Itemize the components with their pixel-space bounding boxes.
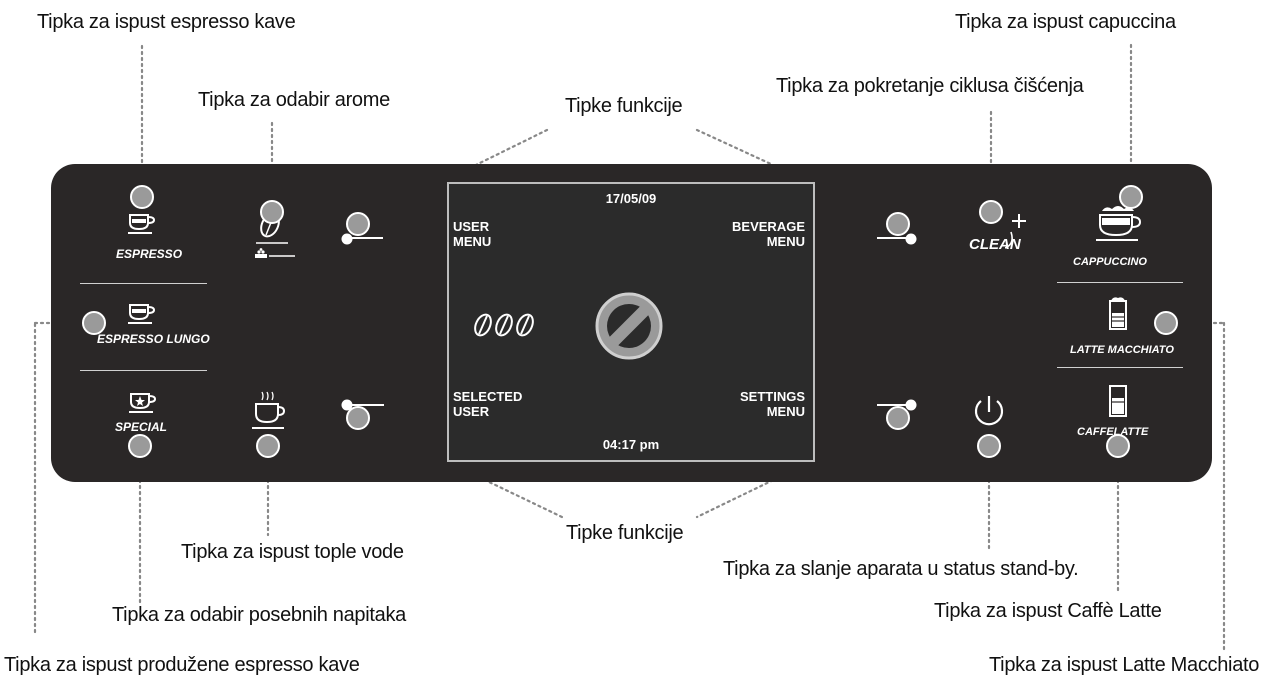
callout-aroma: Tipka za odabir arome (198, 89, 390, 111)
aroma-scale-icon (255, 248, 295, 258)
callout-hot-water: Tipka za ispust tople vode (181, 541, 404, 563)
latte-glass-icon (1109, 385, 1127, 417)
special-button[interactable] (128, 434, 152, 458)
callout-standby: Tipka za slanje aparata u status stand-b… (723, 558, 1079, 580)
callout-function-keys-bottom: Tipke funkcije (566, 522, 684, 544)
function-key-dot (341, 399, 353, 411)
selected-user-line1: SELECTED (453, 389, 523, 404)
hot-water-button[interactable] (256, 434, 280, 458)
function-key-line (877, 404, 911, 406)
beverage-menu-line1: BEVERAGE (732, 219, 805, 234)
selected-user-line2: USER (453, 404, 490, 419)
divider (80, 283, 207, 284)
function-key-line (877, 237, 911, 239)
cappuccino-button[interactable] (1119, 185, 1143, 209)
caffe-latte-button[interactable] (1106, 434, 1130, 458)
callout-cappuccino: Tipka za ispust capuccina (955, 11, 1176, 33)
function-key-top-left[interactable] (346, 212, 370, 236)
latte-macchiato-label: LATTE MACCHIATO (1070, 344, 1174, 356)
function-key-bottom-left[interactable] (346, 406, 370, 430)
saeco-logo-icon (595, 292, 663, 360)
clean-button[interactable] (979, 200, 1003, 224)
aroma-button[interactable] (260, 200, 284, 224)
espresso-cup-icon (128, 304, 156, 324)
clean-label: CLEAN (969, 236, 1021, 253)
display-screen: 17/05/09 USER MENU BEVERAGE MENU SELECTE… (447, 182, 815, 462)
divider (80, 370, 207, 371)
user-menu-line2: MENU (453, 234, 492, 249)
function-key-line (350, 237, 383, 239)
espresso-cup-icon (128, 214, 156, 234)
screen-date: 17/05/09 (605, 191, 657, 206)
callout-clean: Tipka za pokretanje ciklusa čišćenja (776, 75, 1084, 97)
divider (1057, 282, 1183, 283)
espresso-lungo-label: ESPRESSO LUNGO (97, 332, 210, 346)
function-key-dot (341, 233, 353, 245)
beverage-menu-line2: MENU (766, 234, 805, 249)
cappuccino-label: CAPPUCCINO (1073, 256, 1147, 268)
latte-glass-icon (1109, 297, 1127, 330)
settings-menu-line1: SETTINGS (739, 389, 805, 404)
user-menu-line1: USER (453, 219, 490, 234)
settings-menu-line2: MENU (766, 404, 805, 419)
callout-espresso-lungo: Tipka za ispust produžene espresso kave (4, 654, 360, 676)
callout-espresso: Tipka za ispust espresso kave (37, 11, 296, 33)
special-label: SPECIAL (115, 420, 168, 434)
divider (1057, 367, 1183, 368)
special-cup-icon (129, 393, 157, 413)
espresso-lungo-button[interactable] (82, 311, 106, 335)
function-key-top-right[interactable] (886, 212, 910, 236)
clean-cycle-icon (1005, 214, 1026, 249)
function-key-dot (905, 399, 917, 411)
callout-latte-macchiato: Tipka za ispust Latte Macchiato (989, 654, 1260, 676)
cappuccino-cup-icon (1096, 206, 1142, 241)
three-beans-icon (474, 313, 534, 337)
callout-special: Tipka za odabir posebnih napitaka (112, 604, 407, 626)
power-icon (974, 396, 1004, 426)
screen-time: 04:17 pm (602, 437, 660, 452)
espresso-button[interactable] (130, 185, 154, 209)
function-key-line (348, 404, 384, 406)
callout-caffe-latte: Tipka za ispust Caffè Latte (934, 600, 1162, 622)
espresso-label: ESPRESSO (116, 247, 183, 261)
caffe-latte-label: CAFFELATTE (1077, 426, 1149, 438)
callout-function-keys-top: Tipke funkcije (565, 95, 683, 117)
standby-button[interactable] (977, 434, 1001, 458)
function-key-bottom-right[interactable] (886, 406, 910, 430)
function-key-dot (905, 233, 917, 245)
hot-water-cup-icon (252, 391, 286, 429)
latte-macchiato-button[interactable] (1154, 311, 1178, 335)
